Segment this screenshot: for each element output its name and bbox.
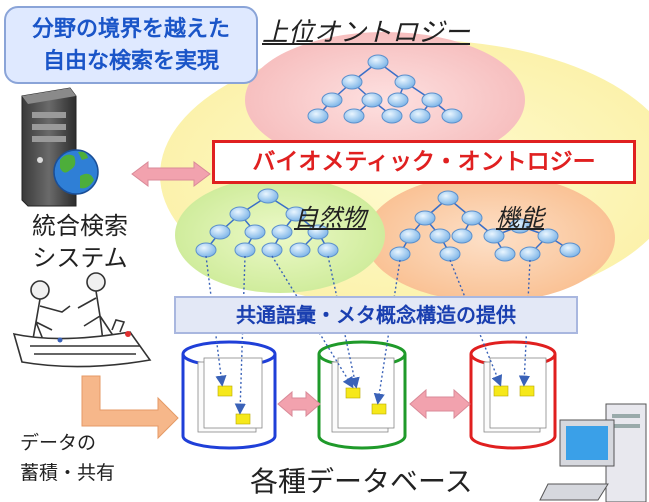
- db-double-arrow-1: [277, 390, 321, 418]
- upper-ontology-ellipse: [245, 32, 525, 168]
- database-red: [469, 340, 557, 450]
- functions-label: 機能: [496, 204, 544, 232]
- upper-tree-edges: [317, 61, 453, 117]
- callout-bubble: 分野の境界を越えた 自由な検索を実現: [4, 6, 258, 84]
- databases-label: 各種データベース: [250, 465, 473, 498]
- natural-tree-edges: [205, 195, 329, 251]
- researchers-icon: [12, 272, 152, 368]
- desktop-computer-icon: [539, 403, 647, 502]
- callout-line-2: 自由な検索を実現: [42, 49, 219, 74]
- accumulation-line-2: 蓄積・共有: [20, 462, 116, 484]
- search-system-label: 統合検索 システム: [10, 210, 150, 274]
- functions-tree-nodes: [389, 190, 581, 262]
- search-system-line-1: 統合検索: [32, 212, 128, 240]
- database-blue: [181, 340, 277, 450]
- functions-tree-edges: [399, 197, 571, 255]
- database-green: [317, 340, 407, 450]
- accumulation-label: データの 蓄積・共有: [20, 428, 115, 488]
- vocabulary-banner: 共通語彙・メタ概念構造の提供: [174, 296, 578, 334]
- data-input-arrow: [81, 375, 179, 440]
- callout-line-1: 分野の境界を越えた: [31, 17, 230, 42]
- search-system-line-2: システム: [32, 244, 128, 272]
- biomimetic-ontology-label: バイオメティック・オントロジー: [212, 140, 636, 184]
- natural-tree-nodes: [195, 188, 339, 258]
- db-double-arrow-2: [409, 388, 471, 420]
- system-double-arrow: [131, 161, 211, 187]
- globe-icon: [53, 149, 99, 195]
- upper-ontology-label: 上位オントロジー: [262, 18, 471, 48]
- upper-tree-nodes: [307, 54, 463, 124]
- natural-objects-label: 自然物: [294, 204, 366, 232]
- accumulation-line-1: データの: [20, 432, 97, 454]
